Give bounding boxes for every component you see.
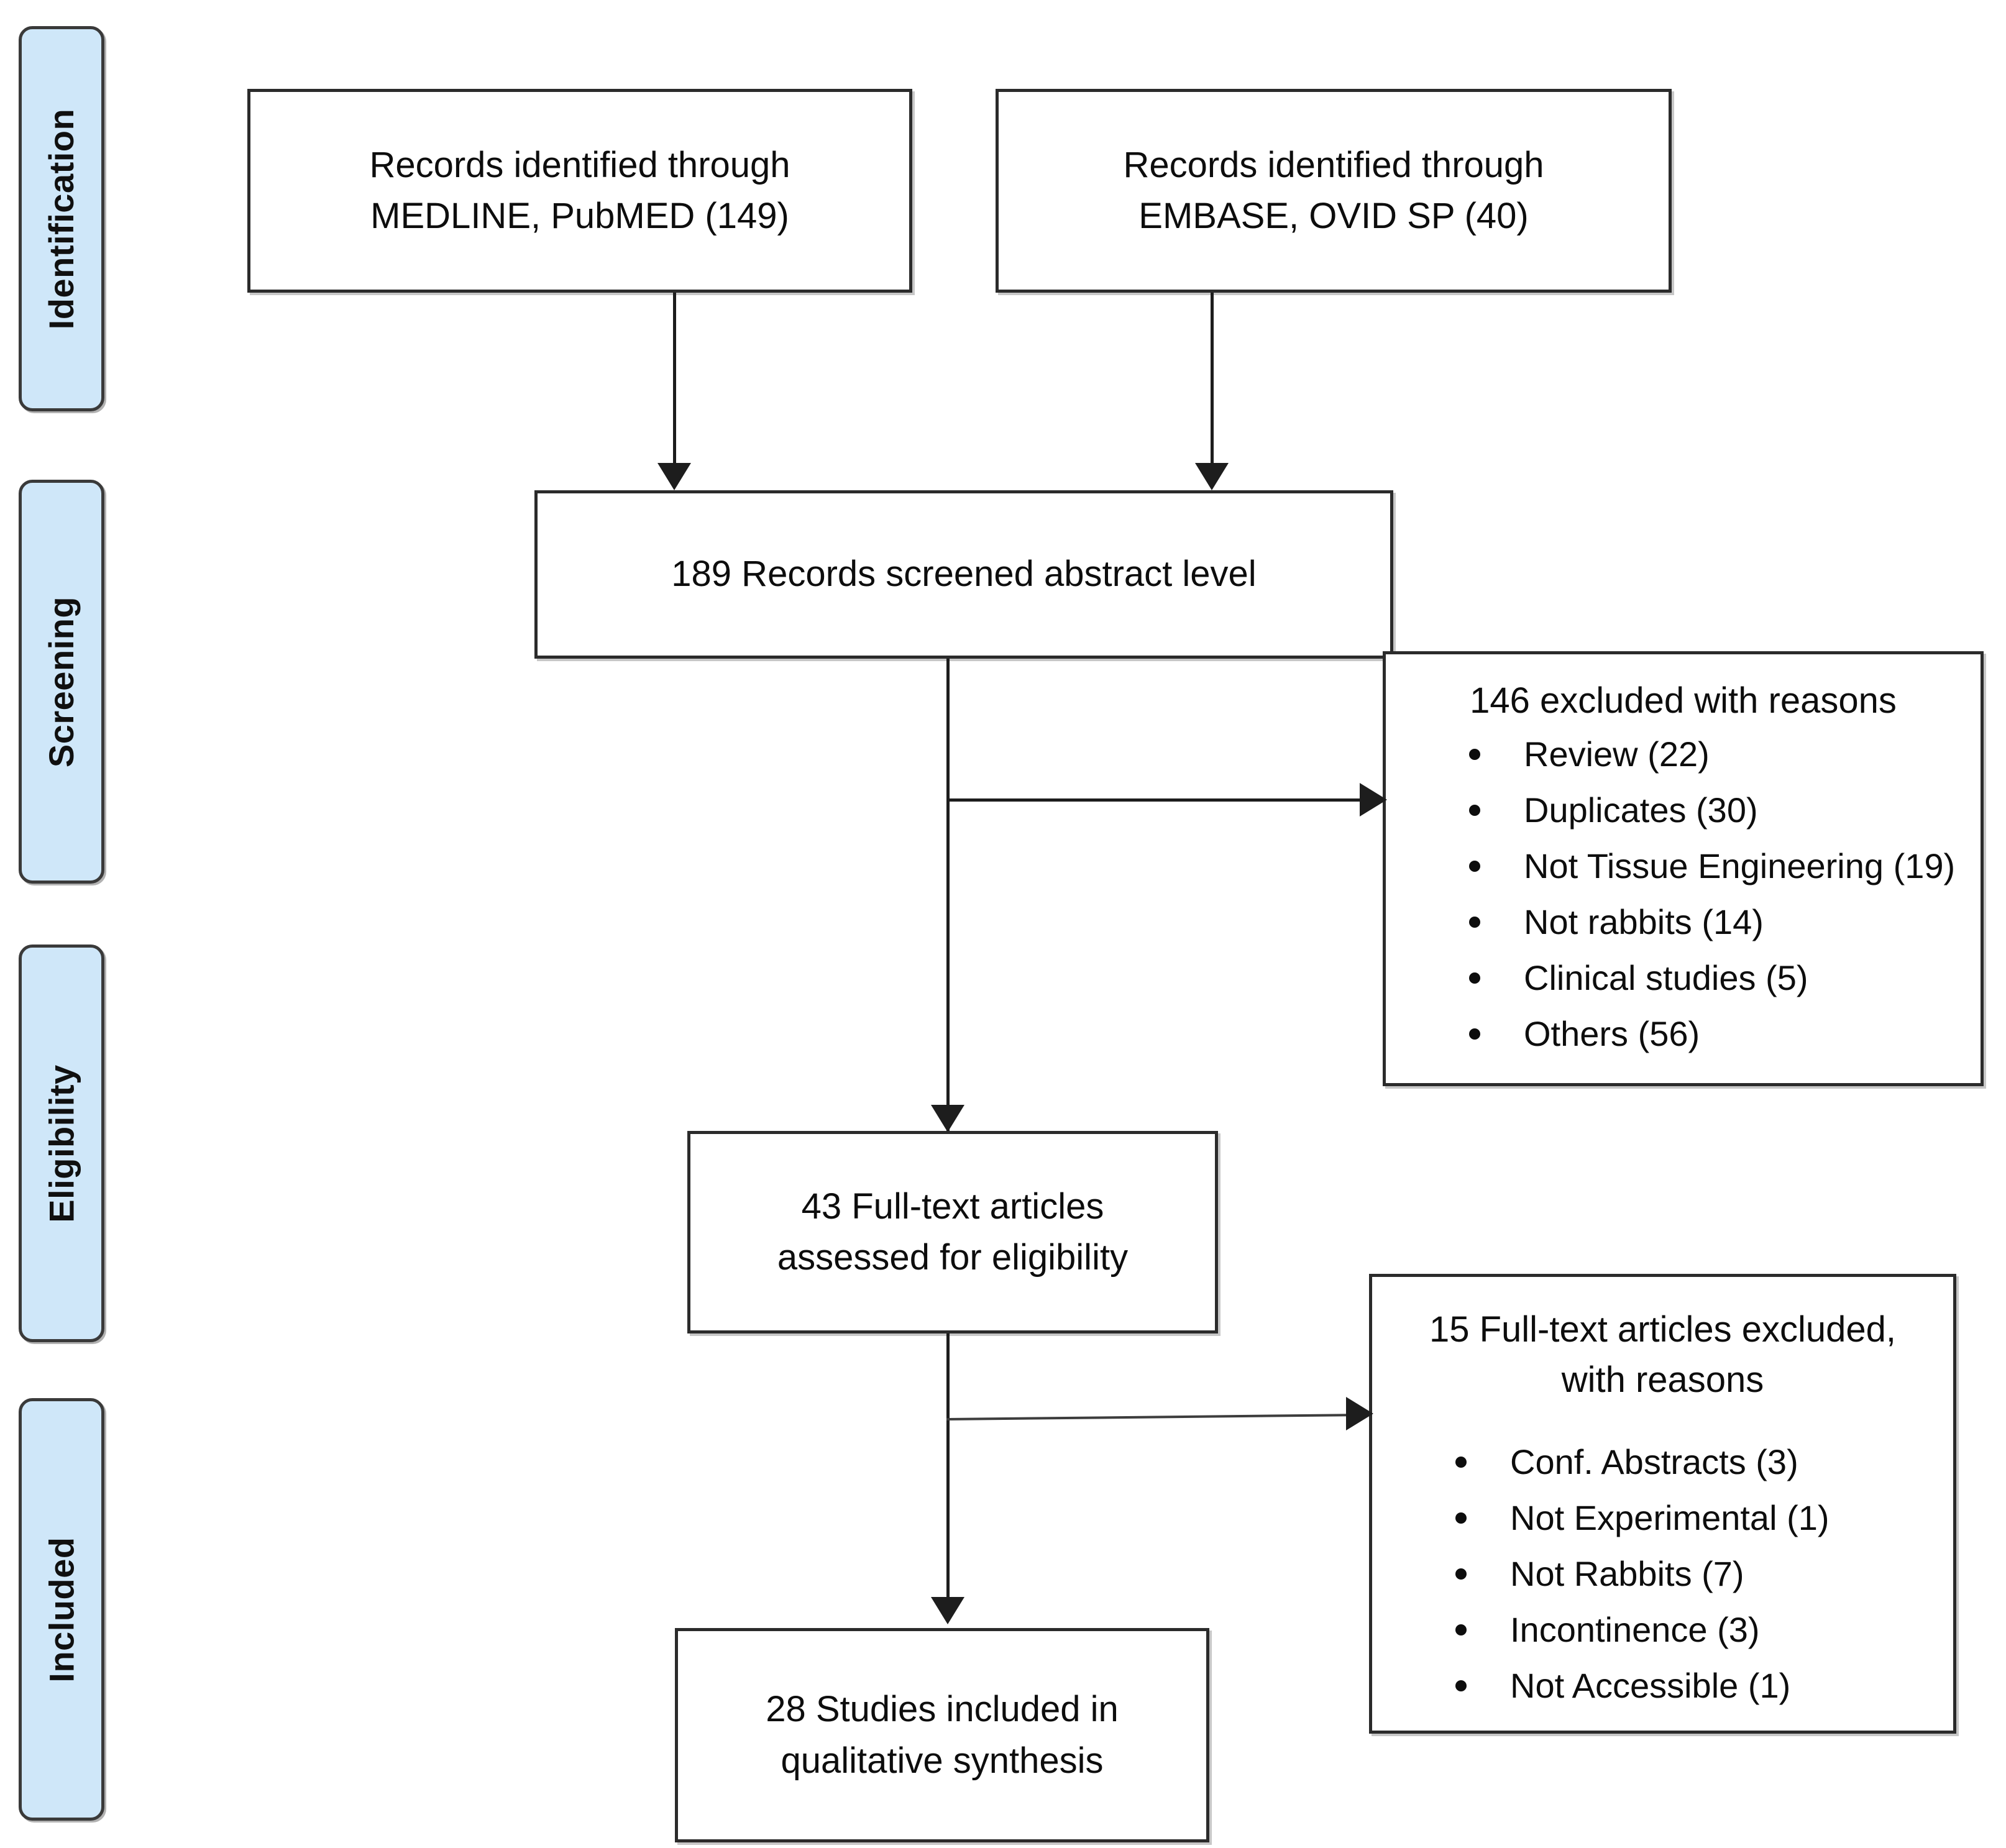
node-records-embase-text: Records identified through EMBASE, OVID … <box>1107 140 1560 242</box>
exclusion-fulltext-reason-list: Conf. Abstracts (3) Not Experimental (1)… <box>1397 1445 1928 1703</box>
bullet-icon <box>1455 1624 1467 1636</box>
connector-screened-to-exclusions <box>946 798 1375 802</box>
list-item: Others (56) <box>1464 1017 1956 1051</box>
arrowhead-embase-to-screened <box>1195 463 1229 490</box>
list-item: Not Experimental (1) <box>1450 1501 1928 1535</box>
node-fulltext-assessed-text: 43 Full-text articles assessed for eligi… <box>761 1181 1144 1284</box>
bullet-icon <box>1469 861 1480 872</box>
node-records-screened-text: 189 Records screened abstract level <box>655 549 1272 600</box>
list-item: Duplicates (30) <box>1464 793 1956 828</box>
reason-label: Incontinence (3) <box>1510 1610 1760 1650</box>
list-item: Clinical studies (5) <box>1464 961 1956 995</box>
bullet-icon <box>1469 972 1480 984</box>
exclusion-fulltext-title: 15 Full-text articles excluded, with rea… <box>1397 1304 1928 1405</box>
connector-medline-to-screened <box>673 293 676 465</box>
phase-included-label: Included <box>42 1536 81 1683</box>
phase-identification-label: Identification <box>42 108 81 329</box>
list-item: Not Tissue Engineering (19) <box>1464 849 1956 884</box>
phase-eligibility-label: Eligibility <box>42 1064 81 1223</box>
node-studies-included-line1: 28 Studies included in <box>766 1689 1119 1730</box>
arrowhead-screened-to-fulltext <box>931 1105 964 1132</box>
bullet-icon <box>1469 917 1480 928</box>
bullet-icon <box>1469 1028 1480 1040</box>
node-records-embase: Records identified through EMBASE, OVID … <box>996 89 1672 293</box>
list-item: Review (22) <box>1464 737 1956 772</box>
node-records-medline-line2: MEDLINE, PubMED (149) <box>370 196 789 236</box>
connector-screened-to-fulltext <box>946 659 950 1131</box>
node-studies-included: 28 Studies included in qualitative synth… <box>675 1628 1209 1842</box>
exclusion-abstract-title: 146 excluded with reasons <box>1470 680 1897 721</box>
arrowhead-medline-to-screened <box>657 463 691 490</box>
arrowhead-screened-to-exclusions <box>1360 783 1387 817</box>
bullet-icon <box>1455 1512 1467 1524</box>
reason-label: Duplicates (30) <box>1524 790 1758 830</box>
reason-label: Not Experimental (1) <box>1510 1498 1830 1538</box>
node-records-medline-line1: Records identified through <box>369 144 790 185</box>
reason-label: Conf. Abstracts (3) <box>1510 1442 1798 1482</box>
exclusion-abstract-reason-list: Review (22) Duplicates (30) Not Tissue E… <box>1411 737 1956 1051</box>
bullet-icon <box>1469 805 1480 817</box>
node-records-embase-line2: EMBASE, OVID SP (40) <box>1138 196 1529 236</box>
reason-label: Not Rabbits (7) <box>1510 1554 1744 1594</box>
exclusion-fulltext-title-line2: with reasons <box>1561 1360 1764 1401</box>
connector-fulltext-to-included <box>946 1333 950 1602</box>
node-fulltext-assessed-line2: assessed for eligibility <box>777 1237 1129 1278</box>
list-item: Not Rabbits (7) <box>1450 1557 1928 1591</box>
exclusion-box-fulltext-level: 15 Full-text articles excluded, with rea… <box>1369 1274 1956 1734</box>
node-records-screened-line1: 189 Records screened abstract level <box>671 554 1257 595</box>
exclusion-box-abstract-level: 146 excluded with reasons Review (22) Du… <box>1383 651 1984 1086</box>
phase-included: Included <box>19 1398 104 1821</box>
connector-fulltext-to-exclusions <box>946 1413 1363 1420</box>
reason-label: Clinical studies (5) <box>1524 958 1808 998</box>
bullet-icon <box>1455 1568 1467 1580</box>
connector-embase-to-screened <box>1211 293 1214 465</box>
node-records-screened: 189 Records screened abstract level <box>534 490 1393 659</box>
list-item: Not Accessible (1) <box>1450 1668 1928 1703</box>
phase-screening-label: Screening <box>42 596 81 767</box>
node-fulltext-assessed: 43 Full-text articles assessed for eligi… <box>687 1131 1218 1333</box>
bullet-icon <box>1455 1457 1467 1468</box>
arrowhead-fulltext-to-exclusions <box>1346 1397 1373 1430</box>
reason-label: Not Tissue Engineering (19) <box>1524 846 1956 886</box>
node-studies-included-line2: qualitative synthesis <box>781 1740 1104 1781</box>
reason-label: Not Accessible (1) <box>1510 1666 1791 1706</box>
node-records-medline: Records identified through MEDLINE, PubM… <box>247 89 912 293</box>
bullet-icon <box>1469 749 1480 761</box>
list-item: Conf. Abstracts (3) <box>1450 1445 1928 1480</box>
node-studies-included-text: 28 Studies included in qualitative synth… <box>749 1684 1135 1786</box>
list-item: Incontinence (3) <box>1450 1612 1928 1647</box>
bullet-icon <box>1455 1680 1467 1692</box>
reason-label: Review (22) <box>1524 734 1710 774</box>
phase-identification: Identification <box>19 26 104 411</box>
list-item: Not rabbits (14) <box>1464 905 1956 940</box>
node-fulltext-assessed-line1: 43 Full-text articles <box>801 1186 1104 1227</box>
arrowhead-fulltext-to-included <box>931 1597 964 1624</box>
phase-eligibility: Eligibility <box>19 945 104 1342</box>
phase-screening: Screening <box>19 480 104 884</box>
exclusion-fulltext-title-line1: 15 Full-text articles excluded, <box>1429 1309 1897 1350</box>
reason-label: Not rabbits (14) <box>1524 902 1764 942</box>
reason-label: Others (56) <box>1524 1014 1700 1054</box>
node-records-embase-line1: Records identified through <box>1123 144 1544 185</box>
node-records-medline-text: Records identified through MEDLINE, PubM… <box>353 140 806 242</box>
